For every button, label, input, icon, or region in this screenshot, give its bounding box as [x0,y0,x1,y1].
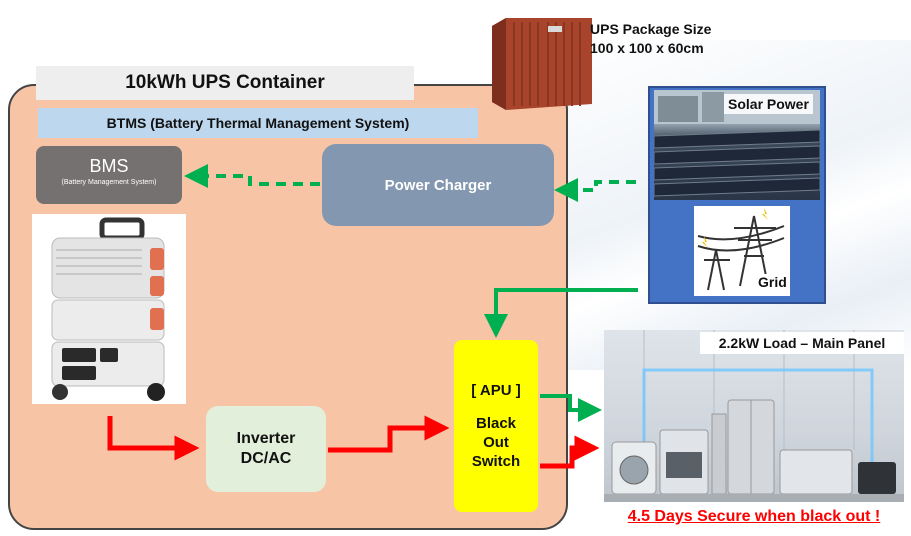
apu-blackout-switch: [ APU ] Black Out Switch [454,340,538,512]
inverter-line2: DC/AC [240,450,292,467]
power-pylon-icon [697,208,785,291]
battery-unit-icon [51,217,165,401]
inverter-to-apu-arrow [328,415,450,453]
apu-line2: Out [483,434,509,451]
load-appliances-image [604,330,904,502]
battery-unit-image [32,214,186,404]
battery-to-inverter-arrow [107,416,200,461]
apu-head: [ APU ] [471,382,521,399]
shipping-container-image [492,18,592,110]
grid-to-apu-arrow [484,288,638,338]
package-size-text: UPS Package Size 100 x 100 x 60cm [590,20,750,58]
btms-label: BTMS (Battery Thermal Management System) [38,108,478,138]
shipping-container-icon [492,18,592,110]
package-line1: UPS Package Size [590,21,712,37]
inverter-line1: Inverter [236,430,296,447]
bms-subtitle: (Battery Management System) [61,179,157,186]
source-to-charger-arrow [554,178,636,202]
apu-line1: Black [475,415,517,432]
inverter-box: Inverter DC/AC [206,406,326,492]
bms-box: BMS (Battery Management System) [36,146,182,204]
apu-to-load-red-arrow [540,435,600,469]
apu-to-load-green-arrow [540,394,602,422]
package-line2: 100 x 100 x 60cm [590,40,704,56]
apu-line3: Switch [471,453,521,470]
appliances-icon [604,330,904,502]
solar-power-label: Solar Power [724,94,813,114]
bms-title: BMS [89,156,129,176]
power-charger-box: Power Charger [322,144,554,226]
secure-duration-text: 4.5 Days Secure when black out ! [627,508,881,525]
load-label: 2.2kW Load – Main Panel [700,332,904,354]
charger-to-bms-arrow [184,164,320,188]
container-title: 10kWh UPS Container [36,66,414,100]
grid-label: Grid [756,274,789,290]
